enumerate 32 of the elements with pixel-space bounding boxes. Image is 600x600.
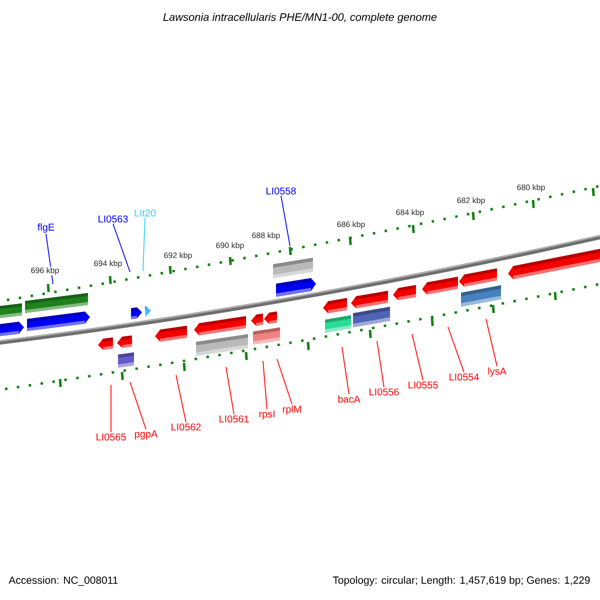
leader-line [486, 318, 498, 367]
gene-label: LI0556 [370, 388, 399, 396]
gene-label: LI0555 [408, 381, 438, 389]
leader-line [376, 340, 384, 388]
leader-line [112, 223, 130, 272]
leader-line [142, 217, 146, 272]
leader-line [176, 374, 186, 423]
gene-label: LI0563 [98, 215, 128, 223]
gene-label: LI0561 [220, 415, 249, 423]
gene-label: bacA [338, 395, 360, 403]
leader-line [226, 366, 234, 415]
gene-label: flgE [38, 223, 54, 233]
genome-info-text: Topology: circular; Length: 1,457,619 bp; Genes: 1,229 [332, 576, 590, 586]
leader-line [448, 326, 464, 373]
gene-label: LI0565 [96, 433, 126, 441]
gene-label: rplM [282, 405, 301, 415]
gene-label: LIt20 [134, 209, 156, 217]
title: Lawsonia intracellularis PHE/MN1-00, complete genome [163, 12, 437, 24]
gene-label: LI0554 [450, 373, 479, 381]
accession-text: Accession: NC_008011 [8, 576, 118, 586]
gene-label: pgpA [135, 430, 158, 440]
gene-label: LI0562 [172, 423, 201, 431]
gene-label: rpsI [259, 410, 274, 420]
leader-line [342, 346, 350, 395]
gene-label: lysA [488, 367, 506, 377]
leader-line [412, 334, 424, 381]
leader-line [110, 384, 112, 433]
leader-line [280, 195, 290, 246]
leader-line [130, 382, 146, 430]
leader-line [276, 358, 292, 405]
gene-label: LI0558 [266, 187, 296, 195]
leader-line [262, 360, 268, 410]
